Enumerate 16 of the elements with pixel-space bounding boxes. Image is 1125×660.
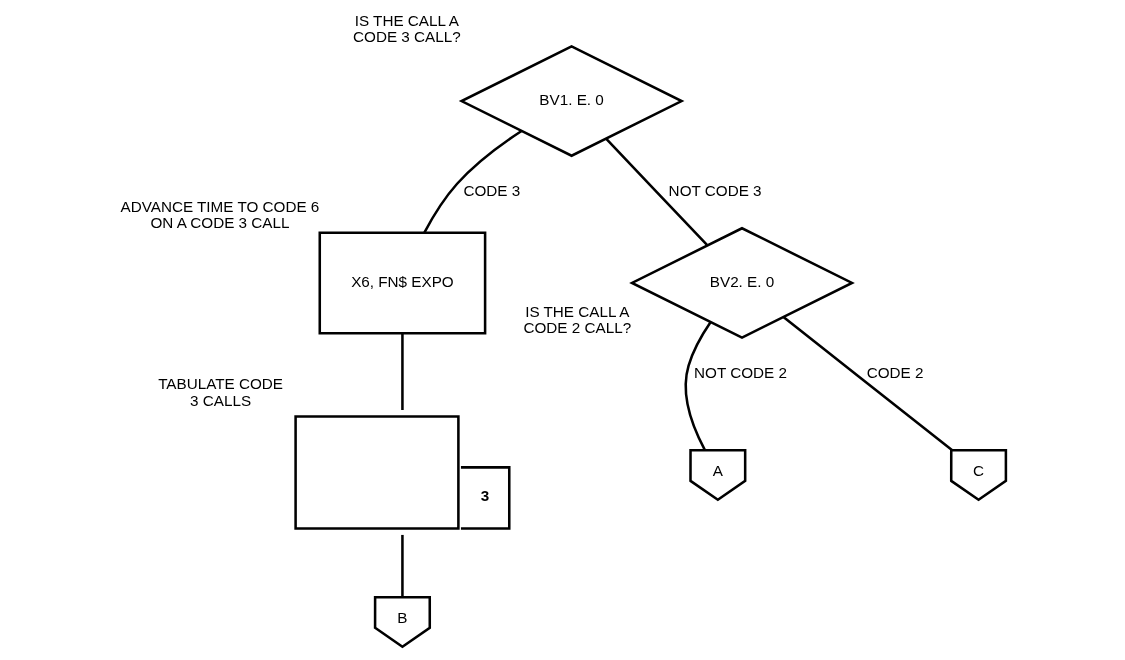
connector	[422, 129, 522, 234]
node-diamond: BV1. E. 0	[458, 44, 684, 158]
connector	[400, 333, 404, 410]
node-label: IS THE CALL A CODE 2 CALL?	[522, 302, 631, 337]
edge-label: NOT CODE 3	[668, 181, 762, 199]
connector	[400, 534, 404, 597]
connector	[604, 137, 708, 246]
node-box: X6, FN$ EXPO	[318, 231, 486, 335]
edge-label: NOT CODE 2	[693, 363, 787, 381]
edge-label: CODE 2	[866, 363, 923, 381]
node-label: TABULATE CODE 3 CALLS	[157, 375, 283, 409]
node-label: ADVANCE TIME TO CODE 6 ON A CODE 3 CALL	[120, 197, 319, 232]
edge-label: CODE 3	[462, 181, 520, 199]
connector	[684, 321, 712, 451]
connector	[782, 316, 953, 452]
node-label: IS THE CALL A CODE 3 CALL?	[352, 11, 461, 46]
